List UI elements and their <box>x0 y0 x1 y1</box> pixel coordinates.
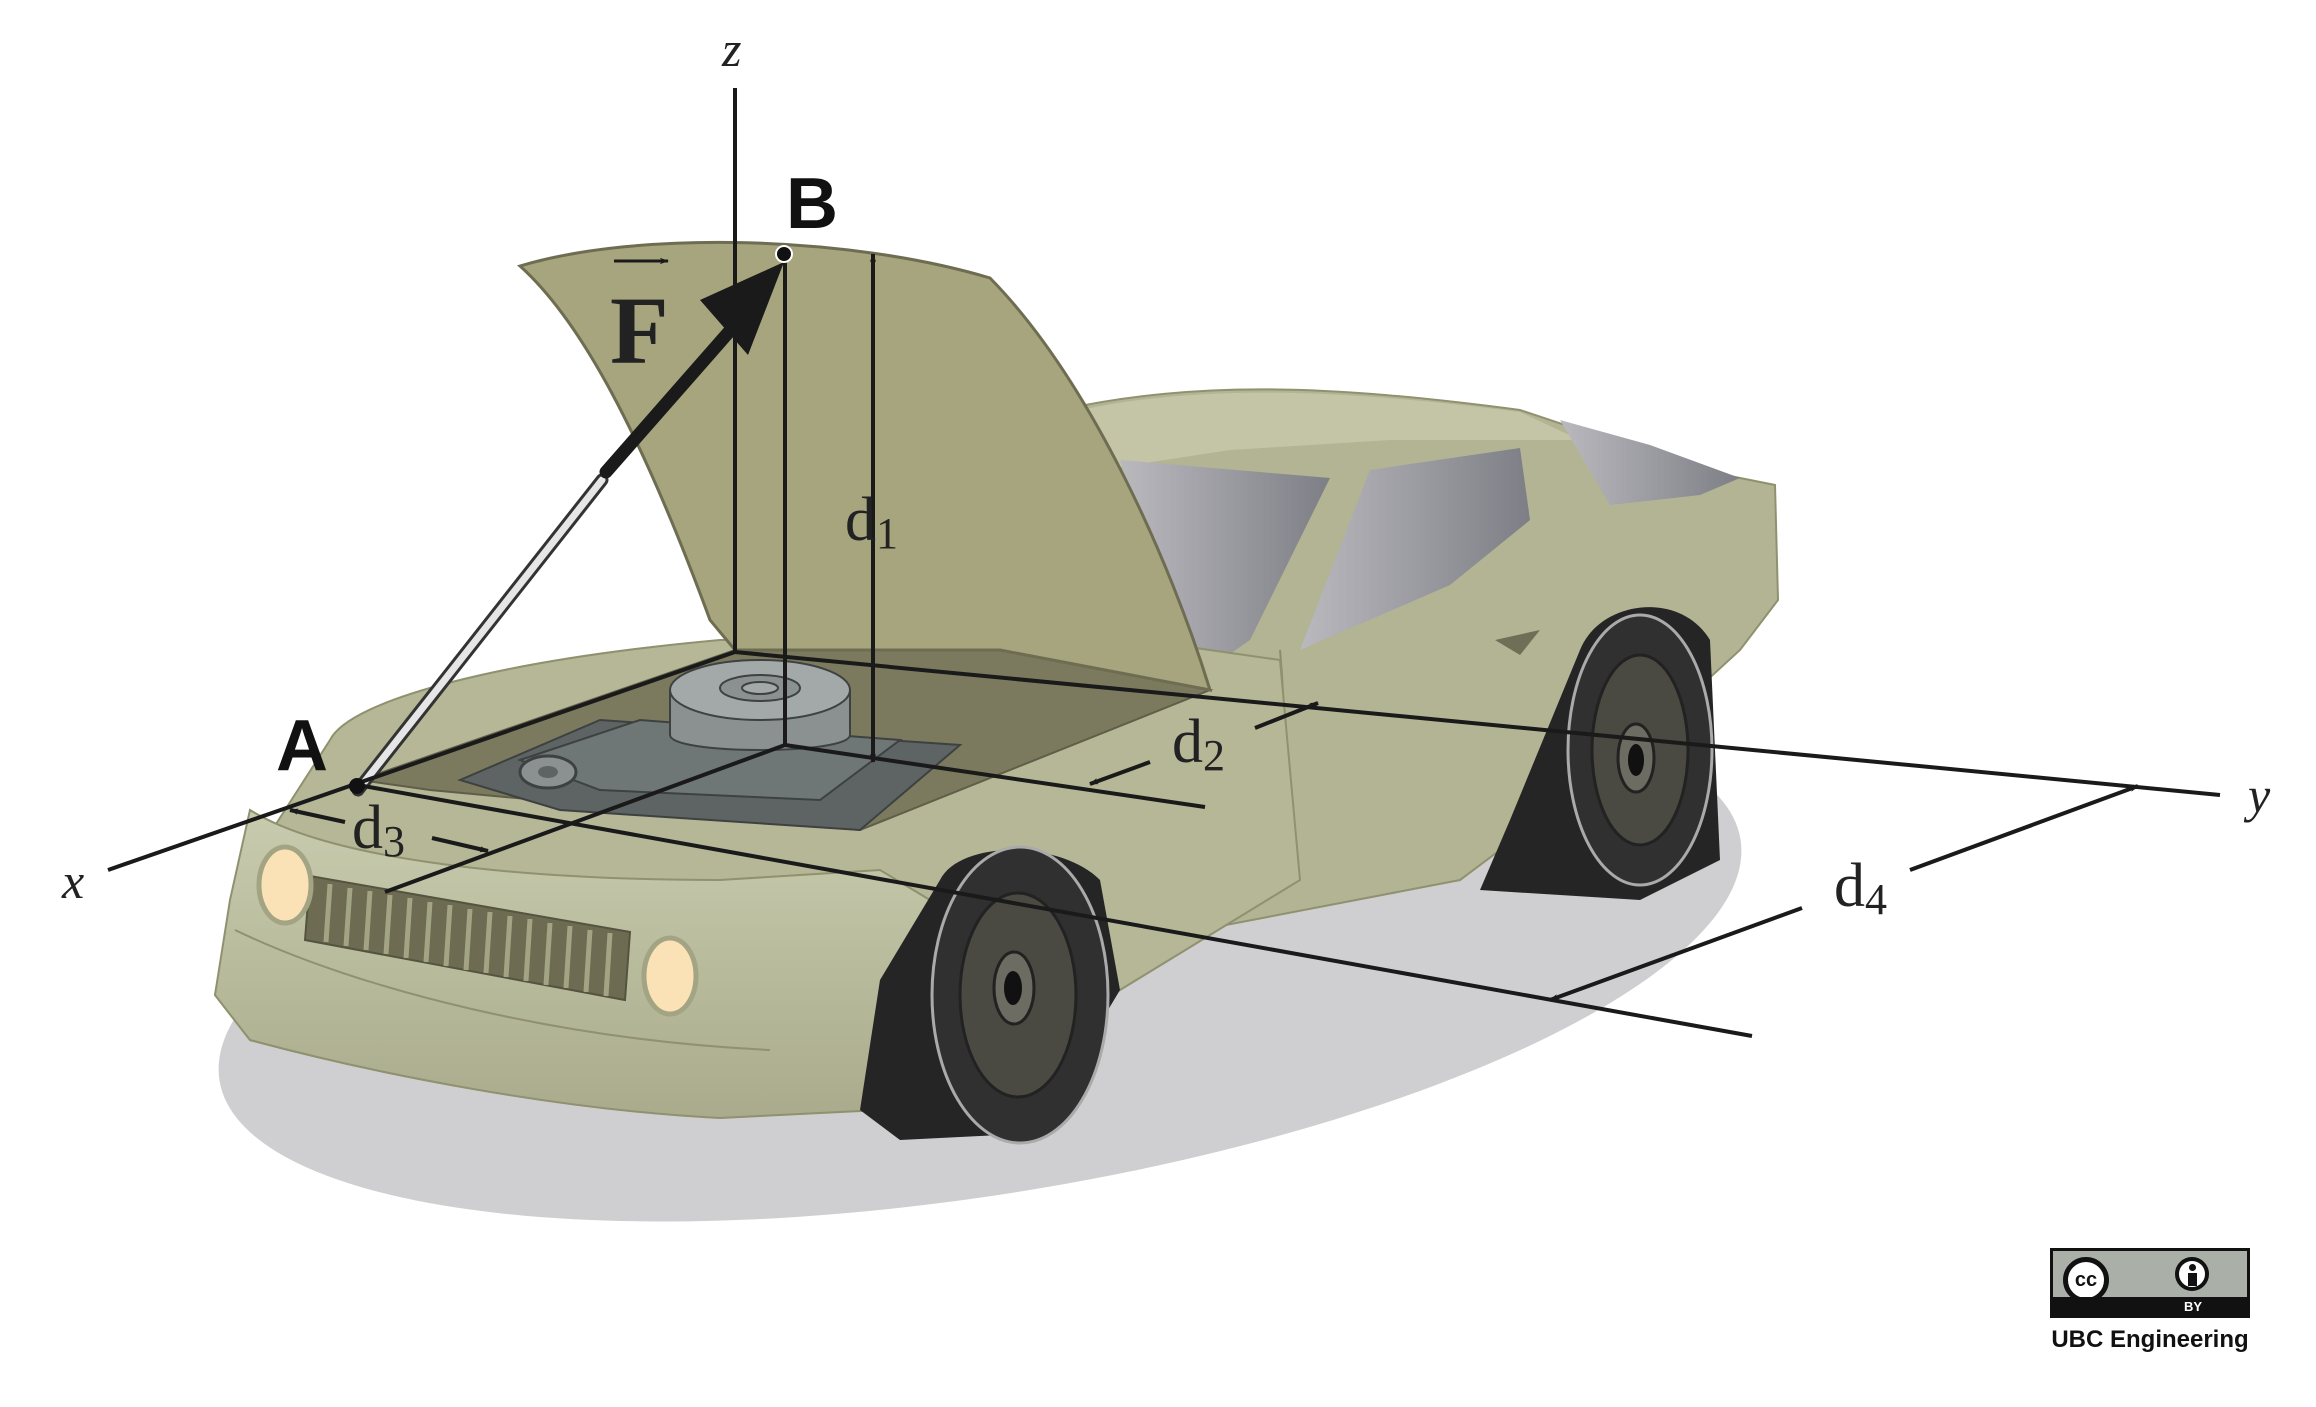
point-b-label: B <box>786 164 838 244</box>
point-a-marker <box>349 778 365 794</box>
rear-wheel <box>1480 607 1720 900</box>
d4-dimension-arrow-right <box>1909 784 2139 872</box>
right-headlight <box>641 935 699 1017</box>
license-credit: cc BY UBC Engineering <box>2040 1248 2260 1354</box>
bumper-line <box>234 929 771 1051</box>
d3-dimension-arrow-left <box>289 808 346 824</box>
car-roof <box>1080 392 1580 470</box>
cc-by-license-badge[interactable]: cc BY <box>2050 1248 2250 1318</box>
force-vector-head <box>700 262 784 355</box>
d3-dimension-arrow-right <box>431 836 489 853</box>
force-label: F <box>610 277 669 384</box>
axis-z-label: z <box>721 21 741 77</box>
windshield-window <box>1120 460 1330 675</box>
car-hood <box>517 240 1213 692</box>
d3-label: d3 <box>352 794 405 866</box>
air-filter <box>669 659 851 751</box>
point-a-label: A <box>276 706 328 786</box>
axis-y-label: y <box>2243 767 2271 823</box>
x-axis <box>107 650 736 872</box>
grille <box>303 874 632 1002</box>
side-window <box>1300 448 1530 650</box>
d2-label: d2 <box>1172 708 1225 780</box>
d2-dimension-arrow-right <box>1254 701 1319 730</box>
attribution-person-icon <box>2175 1257 2209 1291</box>
b-x-projection <box>384 743 786 894</box>
force-vector-shaft <box>599 318 742 479</box>
d1-label: d1 <box>845 486 898 558</box>
front-wheel <box>860 845 1120 1145</box>
d2-dimension-arrow-left <box>1089 760 1151 786</box>
y-axis <box>734 650 2221 797</box>
rear-window <box>1560 420 1740 505</box>
license-by-label: BY <box>2183 1299 2203 1314</box>
a-y-projection <box>357 783 1753 1038</box>
engine-pulley <box>518 754 578 790</box>
author-credit: UBC Engineering <box>2051 1326 2249 1353</box>
b-y-projection <box>784 743 1206 809</box>
point-b-marker <box>775 245 793 263</box>
license-bar <box>2053 1297 2247 1315</box>
d4-label: d4 <box>1834 852 1887 924</box>
door-handle <box>1495 630 1540 655</box>
left-headlight <box>256 844 314 926</box>
hood-prop-rod-highlight <box>354 476 606 794</box>
d4-dimension-arrow-left <box>1549 906 1803 1002</box>
axis-x-label: x <box>61 853 84 909</box>
